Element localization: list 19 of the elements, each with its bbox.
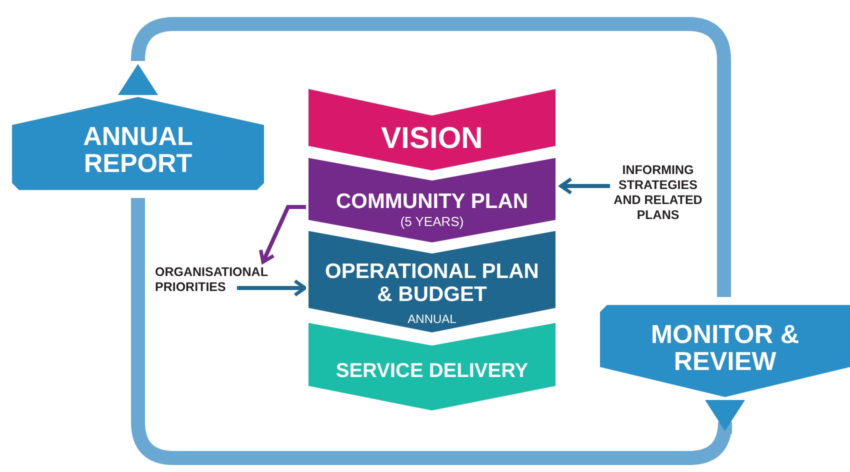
arrow <box>259 205 306 264</box>
banner-shape <box>600 305 850 397</box>
banner-shape <box>12 97 264 190</box>
stage-subtitle: ANNUAL <box>406 311 458 328</box>
triangle-pointer <box>118 64 158 95</box>
chevron-shape <box>306 228 558 335</box>
chevron-shape <box>306 86 558 173</box>
stage-title: MONITOR & REVIEW <box>650 321 800 375</box>
stage-subtitle: (5 YEARS) <box>399 213 465 231</box>
stage-title: SERVICE DELIVERY <box>334 359 530 384</box>
stage-title: COMMUNITY PLAN <box>334 189 530 215</box>
stage-title: VISION <box>380 121 484 157</box>
annotation-text: INFORMING STRATEGIES AND RELATED PLANS <box>610 163 706 227</box>
stage-title: ANNUAL REPORT <box>82 123 194 177</box>
chevron-shape <box>306 155 558 245</box>
triangle-pointer <box>705 400 745 431</box>
annotation-text: ORGANISATIONAL PRIORITIES <box>155 265 295 297</box>
stage-title: OPERATIONAL PLAN & BUDGET <box>324 260 540 306</box>
arrow <box>559 177 610 195</box>
